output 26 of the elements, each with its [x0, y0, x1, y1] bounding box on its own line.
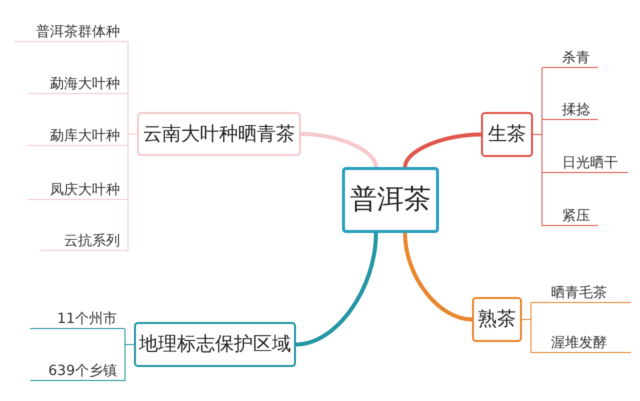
- branch-line: [124, 344, 134, 382]
- topic-label: 杀青: [542, 44, 598, 68]
- topic-box: 熟茶: [472, 297, 522, 342]
- branch-line: [296, 232, 378, 346]
- branch-line: [128, 134, 138, 252]
- topic-label: 11个州市: [30, 305, 125, 329]
- branch-line: [522, 319, 532, 354]
- topic-label: 勐海大叶种: [28, 70, 128, 94]
- topic-label: 晒青毛茶: [531, 279, 631, 303]
- topic-box: 生茶: [481, 112, 533, 157]
- topic-label: 639个乡镇: [30, 357, 125, 381]
- topic-box: 云南大叶种晒青茶: [137, 112, 301, 156]
- topic-label: 渥堆发酵: [531, 329, 631, 353]
- topic-label: 紧压: [542, 202, 598, 226]
- branch-line: [532, 134, 542, 226]
- branch-line: [300, 132, 378, 168]
- topic-box: 地理标志保护区域: [134, 322, 296, 367]
- topic-label: 普洱茶群体种: [14, 18, 128, 42]
- topic-label: 凤庆大叶种: [28, 176, 128, 200]
- topic-label: 勐库大叶种: [28, 122, 128, 146]
- branch-line: [403, 232, 472, 322]
- central-topic-box: 普洱茶: [342, 167, 439, 233]
- branch-line: [403, 132, 482, 168]
- topic-label: 云抗系列: [40, 227, 128, 251]
- topic-label: 日光晒干: [542, 149, 628, 173]
- topic-label: 揉捻: [542, 96, 598, 120]
